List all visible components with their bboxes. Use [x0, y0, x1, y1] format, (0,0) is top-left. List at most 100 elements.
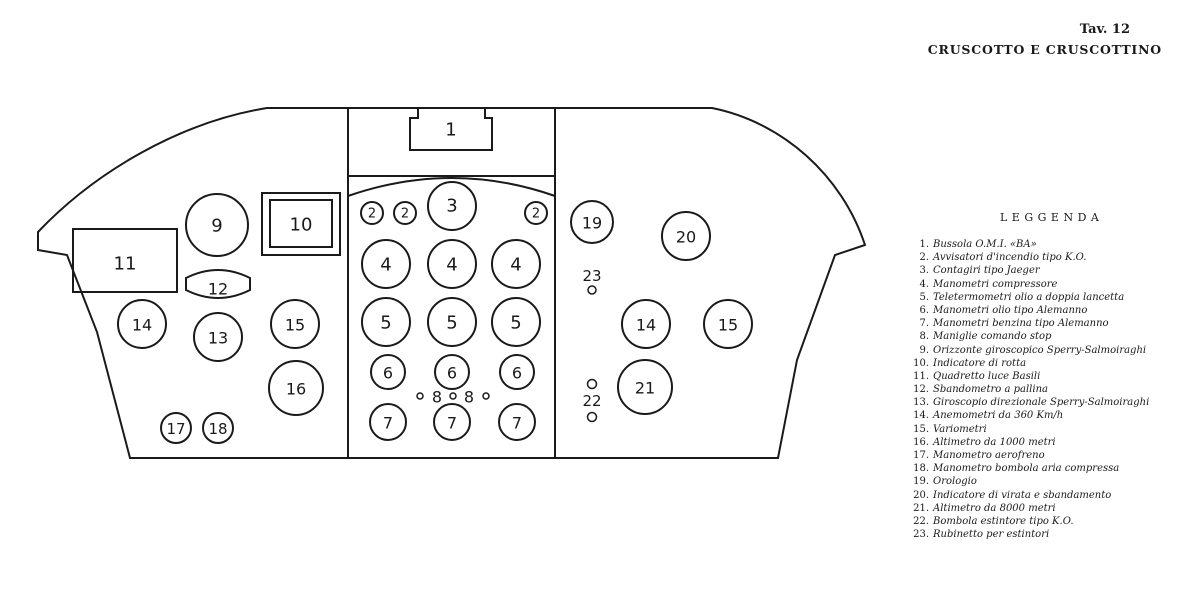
legend-text: Sbandometro a pallina	[933, 384, 1048, 396]
legend-item: 17.Manometro aerofreno	[910, 449, 1149, 462]
legend-text: Anemometri da 360 Km/h	[933, 410, 1064, 422]
legend-item: 9. Orizzonte giroscopico Sperry-Salmoirag…	[910, 344, 1149, 357]
label-14-left: 14	[132, 316, 152, 335]
gauge-5-c	[491, 297, 541, 347]
gauge-5-b	[427, 297, 477, 347]
label-5-a: 5	[380, 313, 391, 334]
legend-item: 11.Quadretto luce Basili	[910, 370, 1149, 383]
label-5-b: 5	[446, 313, 457, 334]
label-8-a: 8	[432, 388, 442, 407]
gauge-7-a	[369, 403, 407, 441]
label-23: 23	[582, 267, 601, 285]
gauge-4-b	[427, 239, 477, 289]
slip-indicator-12	[185, 269, 251, 299]
label-4-c: 4	[510, 255, 521, 276]
compass-housing	[409, 107, 493, 151]
gauge-21	[617, 359, 673, 415]
legend-item: 5.Teletermometri olio a doppia lancetta	[910, 291, 1149, 304]
gauge-15-left	[270, 299, 320, 349]
legend-num: 15.	[913, 423, 929, 435]
gauge-4-c	[491, 239, 541, 289]
light-panel-11	[72, 228, 178, 293]
legend-item: 8. Maniglie comando stop	[910, 330, 1149, 343]
legend-text: Orizzonte giroscopico Sperry-Salmoiraghi	[933, 344, 1147, 356]
gauge-15-right	[703, 299, 753, 349]
legend-text: Rubinetto per estintori	[933, 529, 1050, 541]
legend-text: Avvisatori d'incendio tipo K.O.	[933, 252, 1087, 264]
legend-text: Indicatore di virata e sbandamento	[933, 489, 1112, 501]
legend-item: 10.Indicatore di rotta	[910, 357, 1149, 370]
gauge-17	[160, 412, 192, 444]
legend-num: 17.	[913, 450, 929, 461]
legend-item: 6.Manometri olio tipo Alemanno	[910, 304, 1149, 317]
legend-text: Teletermometri olio a doppia lancetta	[933, 291, 1125, 303]
legend-item: 22.Bombola estintore tipo K.O.	[910, 515, 1149, 528]
label-17: 17	[166, 420, 185, 438]
label-4-b: 4	[446, 255, 457, 276]
label-6-b: 6	[447, 364, 457, 383]
legend-text: Altimetro da 1000 metri	[933, 436, 1056, 448]
legend-num: 1.	[919, 239, 929, 250]
label-5-c: 5	[510, 313, 521, 334]
label-12: 12	[208, 280, 228, 299]
label-8-b: 8	[464, 388, 474, 407]
legend-num: 19.	[913, 476, 929, 488]
left-panel-outline	[37, 107, 349, 459]
gauge-6-b	[434, 354, 470, 390]
legend-num: 12.	[913, 384, 929, 396]
label-4-a: 4	[380, 255, 391, 276]
legend-num: 4.	[919, 278, 929, 290]
legend-item: 16. Altimetro da 1000 metri	[910, 436, 1149, 449]
legend-text: Variometri	[933, 423, 987, 435]
gauge-9	[185, 193, 249, 257]
gauge-6-c	[499, 354, 535, 390]
legend-num: 8.	[919, 331, 929, 343]
gauge-4-a	[361, 239, 411, 289]
extinguisher-knob-b	[586, 411, 598, 423]
legend-item: 7.Manometri benzina tipo Alemanno	[910, 317, 1149, 330]
label-2-a: 2	[368, 207, 376, 222]
legend-num: 6.	[919, 304, 929, 316]
legend-num: 16.	[913, 436, 929, 448]
label-16: 16	[286, 380, 306, 399]
label-2-c: 2	[532, 207, 540, 222]
legend-num: 14.	[913, 410, 929, 422]
legend-text: Giroscopio direzionale Sperry-Salmoiragh…	[933, 397, 1150, 409]
legend-num: 21.	[913, 502, 929, 514]
legend-num: 10.	[913, 357, 929, 369]
warning-2-c	[524, 201, 548, 225]
label-21: 21	[635, 379, 655, 398]
gauge-6-a	[370, 354, 406, 390]
legend-item: 1.Bussola O.M.I. «BA»	[910, 238, 1149, 251]
gauge-13	[193, 312, 243, 362]
legend-text: Bombola estintore tipo K.O.	[933, 515, 1074, 527]
legend-title: LEGGENDA	[1000, 211, 1104, 224]
label-14-right: 14	[636, 316, 656, 335]
label-1: 1	[445, 120, 456, 141]
label-20: 20	[676, 228, 696, 247]
legend-text: Manometro bombola aria compressa	[933, 463, 1120, 475]
label-6-c: 6	[512, 364, 522, 383]
legend-item: 4.Manometri compressore	[910, 278, 1149, 291]
label-9: 9	[211, 216, 222, 237]
stop-knob-a	[416, 392, 424, 400]
gauge-3	[427, 181, 477, 231]
legend-item: 13.Giroscopio direzionale Sperry-Salmoir…	[910, 396, 1149, 409]
legend-num: 20.	[913, 489, 929, 501]
label-19: 19	[582, 214, 602, 233]
right-panel-outline	[554, 107, 867, 459]
label-13: 13	[208, 329, 228, 348]
gauge-18	[202, 412, 234, 444]
legend-item: 3.Contagiri tipo Jaeger	[910, 264, 1149, 277]
label-10: 10	[290, 215, 313, 236]
legend-item: 18.Manometro bombola aria compressa	[910, 462, 1149, 475]
plate-title: CRUSCOTTO E CRUSCOTTINO	[927, 42, 1162, 57]
legend-num: 23.	[913, 529, 929, 541]
label-15-right: 15	[718, 316, 738, 335]
gauge-14-right	[621, 299, 671, 349]
legend-text: Maniglie comando stop	[933, 331, 1052, 343]
legend-num: 9.	[919, 344, 929, 356]
label-11: 11	[114, 254, 137, 275]
gauge-5-a	[361, 297, 411, 347]
